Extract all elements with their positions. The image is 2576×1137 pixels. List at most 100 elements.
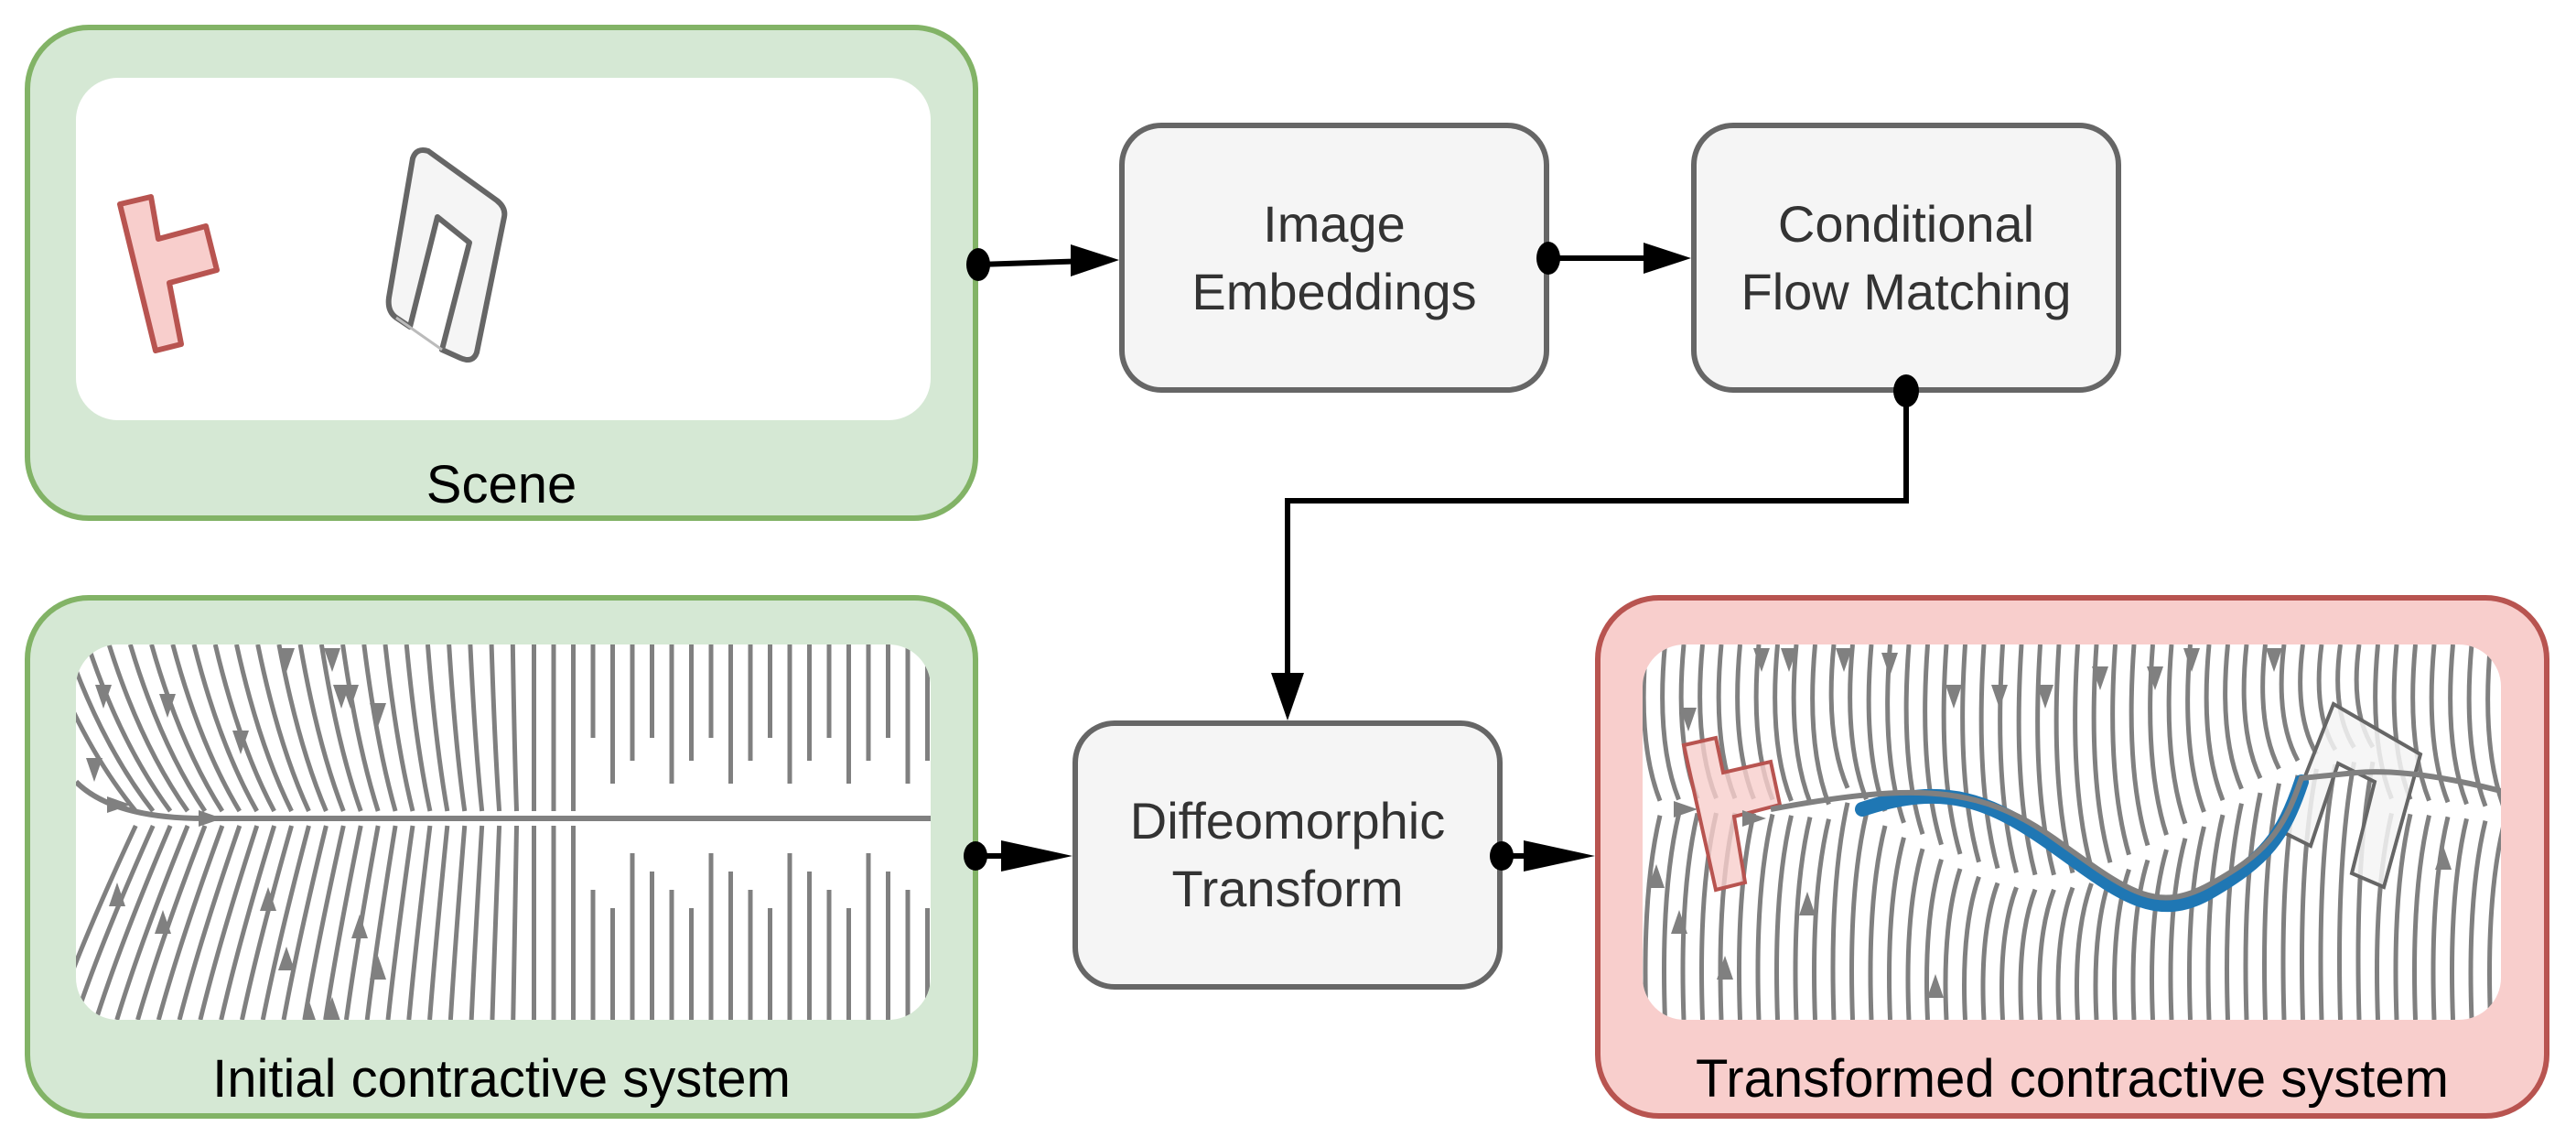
streamline-arrow-icon — [86, 758, 102, 782]
streamline — [1810, 644, 1831, 806]
initial-system-label: Initial contractive system — [212, 1049, 791, 1109]
streamline — [1737, 812, 1756, 1020]
streamline — [2448, 644, 2469, 806]
streamline — [297, 644, 346, 812]
streamline — [1755, 813, 1775, 1020]
streamline — [1774, 815, 1794, 1020]
streamline — [1924, 858, 1944, 1020]
scene-drawing — [117, 147, 508, 363]
streamline — [1643, 815, 1663, 1020]
streamline — [2337, 761, 2356, 1020]
streamline — [276, 644, 329, 812]
streamline — [1978, 644, 2000, 870]
attractor-line — [76, 779, 931, 821]
streamline — [2410, 644, 2431, 802]
streamline — [2487, 827, 2501, 1020]
streamline — [1962, 875, 1981, 1020]
streamline — [76, 711, 138, 813]
streamline-arrow-icon — [1799, 892, 1816, 915]
scene-panel: Scene — [25, 25, 978, 521]
streamline — [323, 825, 363, 1020]
streamline — [425, 644, 450, 812]
edge-line — [977, 258, 1090, 267]
streamline — [2262, 783, 2281, 1020]
streamline-arrow-icon — [324, 997, 340, 1020]
streamline — [2450, 818, 2469, 1020]
streamline-arrow-icon — [2266, 648, 2282, 672]
arrowhead-icon — [1001, 840, 1072, 872]
streamline-arrow-icon — [2037, 685, 2053, 709]
streamline — [1903, 644, 1925, 835]
streamline — [2466, 644, 2488, 807]
edge-diffeomorphic-to-transformed — [1490, 840, 1595, 872]
streamline-arrow-icon — [260, 887, 276, 911]
streamline-arrow-icon — [107, 796, 131, 813]
streamline — [1660, 644, 1681, 801]
image-embeddings-label: Image Embeddings — [1191, 194, 1477, 320]
streamline — [198, 825, 260, 1020]
streamline-arrow-icon — [1742, 810, 1766, 827]
t-block-object — [117, 194, 220, 353]
streamline — [2035, 644, 2056, 876]
image-embeddings-block: Image Embeddings — [1119, 123, 1549, 393]
initial-streamlines — [76, 644, 931, 1020]
streamline — [1849, 813, 1869, 1020]
streamline — [364, 825, 398, 1020]
streamline — [490, 825, 502, 1020]
streamline — [1680, 812, 1700, 1020]
streamline — [2279, 644, 2301, 763]
streamline — [170, 644, 242, 813]
streamline — [260, 825, 311, 1020]
streamline — [2393, 813, 2413, 1020]
streamline — [2073, 644, 2094, 870]
streamline — [1905, 848, 1925, 1020]
edge-embeddings-to-flow-matching — [1536, 242, 1691, 275]
streamline — [2037, 888, 2056, 1020]
streamline — [1960, 644, 1981, 863]
t-block-object — [1681, 735, 1783, 893]
streamline — [383, 644, 415, 812]
streamline — [1923, 644, 1944, 846]
rollout-trajectory — [1770, 769, 2501, 901]
streamline-arrow-icon — [1945, 685, 1962, 709]
streamline-arrow-icon — [2092, 666, 2108, 690]
streamline-arrow-icon — [2147, 666, 2163, 690]
streamline — [1868, 825, 1888, 1020]
edge-scene-to-embeddings — [966, 244, 1119, 281]
streamline — [240, 825, 294, 1020]
streamline — [255, 644, 311, 813]
streamline-arrow-icon — [1648, 864, 1665, 888]
streamline — [406, 825, 433, 1020]
streamline-arrow-icon — [370, 956, 386, 980]
streamline-arrow-icon — [2435, 846, 2452, 870]
streamline — [2018, 888, 2038, 1020]
streamline-arrow-icon — [159, 694, 176, 718]
streamline-arrow-icon — [1680, 708, 1697, 731]
streamline — [1887, 837, 1906, 1020]
streamline — [127, 644, 208, 813]
initial-streamplot — [76, 644, 931, 1020]
streamline — [1791, 644, 1813, 804]
streamline-arrow-icon — [342, 685, 359, 709]
streamline — [2429, 644, 2451, 804]
streamline — [2129, 644, 2150, 847]
arrowhead-icon — [1524, 840, 1595, 872]
streamline — [468, 644, 485, 812]
streamline — [2016, 644, 2038, 876]
streamline — [1980, 882, 2000, 1020]
scene-label: Scene — [426, 455, 577, 514]
streamline — [1793, 817, 1813, 1020]
streamline — [2075, 883, 2094, 1020]
streamline — [2091, 644, 2113, 863]
streamline — [1848, 644, 1869, 801]
streamline — [219, 825, 277, 1020]
streamline — [510, 644, 520, 812]
goal-target-object — [385, 147, 508, 363]
streamline-arrow-icon — [2183, 648, 2200, 672]
streamline — [302, 825, 346, 1020]
arrowhead-icon — [1071, 244, 1119, 276]
streamline — [76, 664, 156, 813]
streamline — [2205, 814, 2226, 1020]
streamline-arrow-icon — [351, 915, 368, 938]
streamline-arrow-icon — [278, 648, 295, 672]
